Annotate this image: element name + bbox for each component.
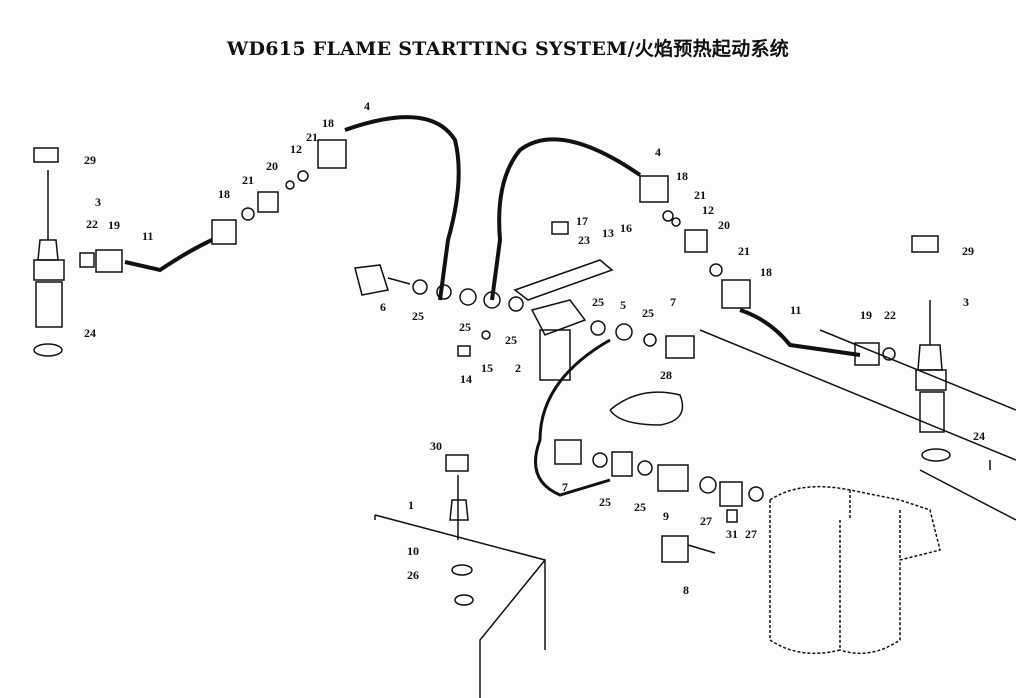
callout-6: 6: [380, 300, 386, 314]
callout-24: 24: [973, 429, 985, 443]
callout-27: 27: [745, 527, 757, 541]
callout-7: 7: [562, 480, 568, 494]
callout-21: 21: [242, 173, 254, 187]
callout-21: 21: [306, 130, 318, 144]
clamp-28: [609, 391, 684, 426]
callout-20: 20: [718, 218, 730, 232]
callout-22: 22: [884, 308, 896, 322]
callout-9: 9: [663, 509, 669, 523]
solenoid-valve: [354, 221, 695, 381]
callout-26: 26: [407, 568, 419, 582]
callout-29: 29: [84, 153, 96, 167]
callout-12: 12: [702, 203, 714, 217]
fittings-right: [639, 175, 751, 309]
callout-16: 16: [620, 221, 632, 235]
callout-11: 11: [142, 229, 153, 243]
callout-30: 30: [430, 439, 442, 453]
callout-25: 25: [412, 309, 424, 323]
glow-plug-left: [33, 147, 123, 357]
callout-3: 3: [963, 295, 969, 309]
callout-4: 4: [655, 145, 661, 159]
callout-13: 13: [602, 226, 614, 240]
callout-20: 20: [266, 159, 278, 173]
callout-17: 17: [576, 214, 588, 228]
callout-2: 2: [515, 361, 521, 375]
callout-25: 25: [599, 495, 611, 509]
callout-19: 19: [860, 308, 872, 322]
callout-1: 1: [408, 498, 414, 512]
pipe-11-right: [739, 308, 861, 357]
callout-18: 18: [322, 116, 334, 130]
callout-25: 25: [634, 500, 646, 514]
callout-25: 25: [459, 320, 471, 334]
callout-29: 29: [962, 244, 974, 258]
callout-24: 24: [84, 326, 96, 340]
callout-25: 25: [642, 306, 654, 320]
callout-28: 28: [660, 368, 672, 382]
callout-31: 31: [726, 527, 738, 541]
callout-5: 5: [620, 298, 626, 312]
callout-22: 22: [86, 217, 98, 231]
callout-18: 18: [760, 265, 772, 279]
glow-plug-lower: [445, 454, 474, 606]
callout-21: 21: [694, 188, 706, 202]
fittings-left: [211, 139, 347, 245]
callout-4: 4: [364, 99, 370, 113]
glow-plug-right: [854, 235, 951, 462]
callout-14: 14: [460, 372, 472, 386]
callout-7: 7: [670, 295, 676, 309]
callout-18: 18: [218, 187, 230, 201]
callout-23: 23: [578, 233, 590, 247]
callout-19: 19: [108, 218, 120, 232]
diagram-title: WD615 FLAME STARTTING SYSTEM/火焰预热起动系统: [226, 38, 790, 60]
callout-8: 8: [683, 583, 689, 597]
callout-12: 12: [290, 142, 302, 156]
callout-21: 21: [738, 244, 750, 258]
engine-block-left: [374, 514, 546, 698]
callout-15: 15: [481, 361, 493, 375]
fittings-lower: [554, 439, 764, 563]
callout-25: 25: [592, 295, 604, 309]
pipe-4-left: [344, 115, 461, 301]
filter-housing: [769, 485, 941, 655]
callout-11: 11: [790, 303, 801, 317]
callout-18: 18: [676, 169, 688, 183]
pipe-lower: [534, 338, 611, 497]
callout-10: 10: [407, 544, 419, 558]
callout-25: 25: [505, 333, 517, 347]
pipe-11-left: [124, 238, 213, 273]
pipe-4-right: [490, 137, 642, 301]
callout-27: 27: [700, 514, 712, 528]
callout-3: 3: [95, 195, 101, 209]
